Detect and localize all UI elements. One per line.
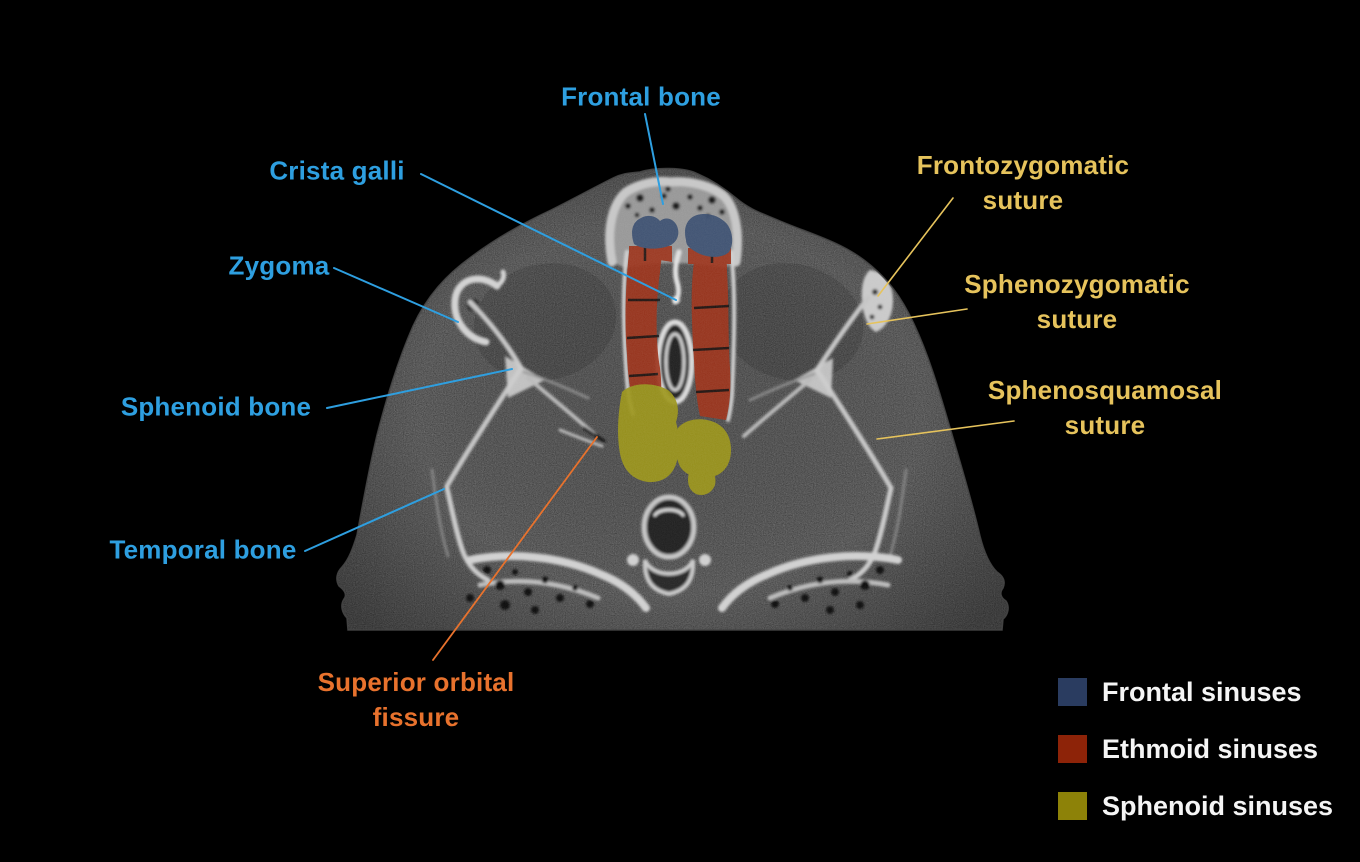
leader-lines xyxy=(304,113,1015,661)
ethmoid-sinuses-legend-label: Ethmoid sinuses xyxy=(1102,734,1319,764)
frontal-sinuses-swatch xyxy=(1058,678,1087,706)
legend: Frontal sinuses Ethmoid sinuses Sphenoid… xyxy=(1058,678,1333,849)
sphenosquamosal-suture-label: Sphenosquamosal suture xyxy=(987,375,1223,440)
sphenozygomatic-suture-label: Sphenozygomatic suture xyxy=(964,269,1190,334)
zygoma-leader-line xyxy=(333,267,459,323)
ethmoid-sinuses-swatch xyxy=(1058,735,1087,763)
sphenozygomatic-suture-leader-line xyxy=(866,308,968,325)
frontal-bone-leader-line xyxy=(644,113,664,205)
sphenoid-sinuses-swatch xyxy=(1058,792,1087,820)
legend-item-sphenoid-sinuses: Sphenoid sinuses xyxy=(1058,792,1333,820)
sphenosquamosal-suture-leader-line xyxy=(876,420,1015,440)
zygoma-label: Zygoma xyxy=(228,250,330,281)
frontozygomatic-suture-leader-line xyxy=(877,197,954,297)
frontozygomatic-suture-label: Frontozygomatic suture xyxy=(916,150,1130,215)
crista-galli-leader-line xyxy=(420,173,677,301)
crista-galli-label: Crista galli xyxy=(269,155,405,186)
sphenoid-bone-label: Sphenoid bone xyxy=(120,391,312,422)
superior-orbital-fissure-leader-line xyxy=(432,436,598,661)
superior-orbital-fissure-label: Superior orbital fissure xyxy=(317,667,515,732)
head-outline xyxy=(336,167,1009,631)
sphenoid-sinuses-legend-label: Sphenoid sinuses xyxy=(1102,791,1334,821)
frontal-sinuses-legend-label: Frontal sinuses xyxy=(1102,677,1302,707)
temporal-bone-label: Temporal bone xyxy=(109,534,297,565)
sphenoid-bone-leader-line xyxy=(326,368,513,409)
legend-item-frontal-sinuses: Frontal sinuses xyxy=(1058,678,1333,706)
temporal-bone-leader-line xyxy=(304,488,445,552)
frontal-bone-label: Frontal bone xyxy=(561,81,721,112)
ct-content xyxy=(336,168,1009,630)
legend-item-ethmoid-sinuses: Ethmoid sinuses xyxy=(1058,735,1333,763)
